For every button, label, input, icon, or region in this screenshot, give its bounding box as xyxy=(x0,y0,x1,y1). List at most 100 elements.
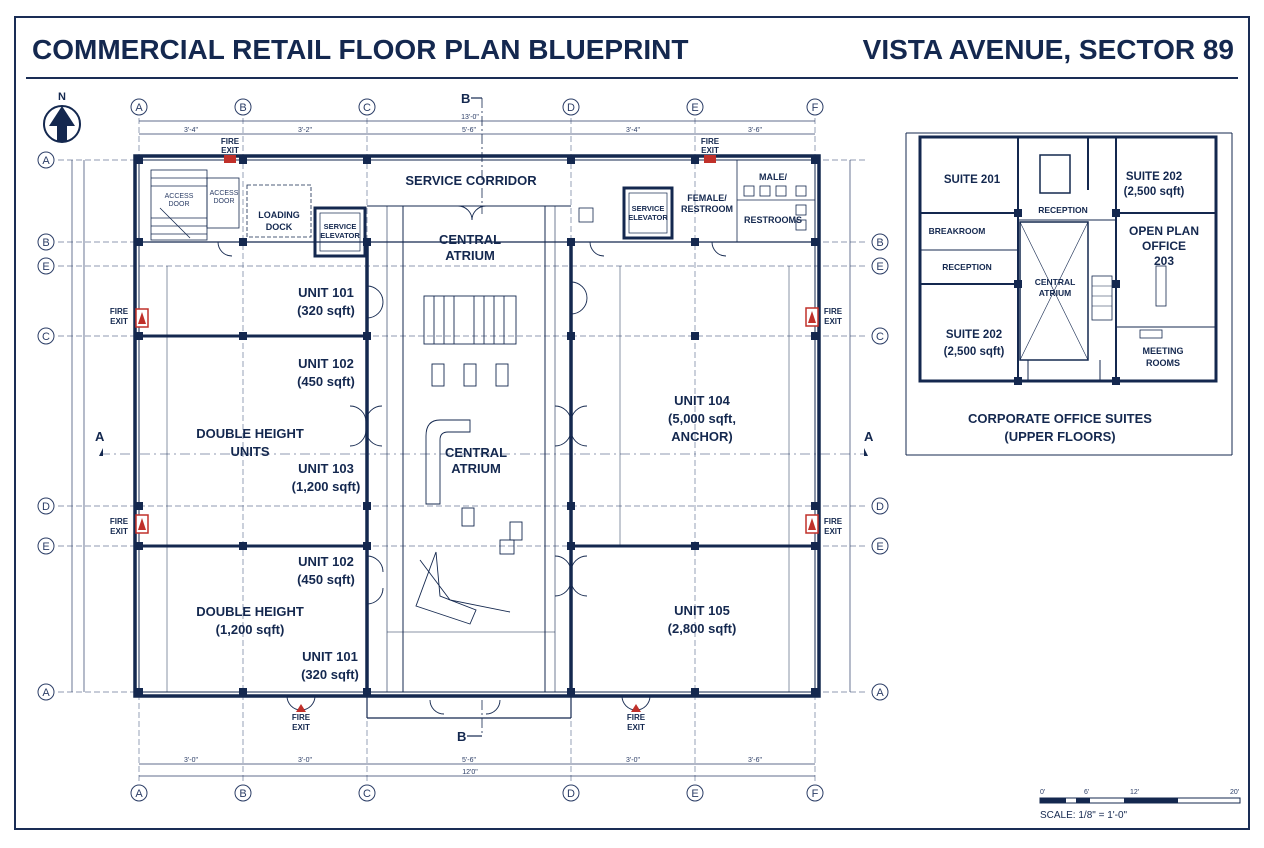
unit-104-anchor: ANCHOR) xyxy=(671,429,732,444)
unit-101-label: UNIT 101 xyxy=(298,285,354,300)
inset-atrium-label: ATRIUM xyxy=(1039,288,1071,298)
service-corridor-label: SERVICE CORRIDOR xyxy=(405,173,537,188)
grid-col-label: C xyxy=(363,788,371,800)
loading-dock-label: LOADING xyxy=(258,210,300,220)
breakroom-label: BREAKROOM xyxy=(929,226,986,236)
loading-dock-label: DOCK xyxy=(266,222,293,232)
interior-walls xyxy=(139,205,815,692)
upper-floors-inset: SUITE 201 SUITE 202 (2,500 sqft) RECEPTI… xyxy=(905,132,1233,456)
scale-tick: 20' xyxy=(1230,789,1239,796)
stair-core xyxy=(150,169,240,241)
grid-col-label: D xyxy=(567,788,575,800)
dim-bottom-total: 12'0" xyxy=(462,769,478,776)
scale-bar: 0' 6' 12' 20' SCALE: 1/8" = 1'-0" xyxy=(1039,789,1241,821)
svg-text:EXIT: EXIT xyxy=(110,527,128,536)
suite-202-label: SUITE 202 xyxy=(1126,171,1182,183)
exterior-walls xyxy=(133,154,821,719)
svg-text:EXIT: EXIT xyxy=(221,146,239,155)
svg-text:EXIT: EXIT xyxy=(627,723,645,732)
restroom-fixtures xyxy=(578,160,815,242)
unit-102-area: (450 sqft) xyxy=(297,374,355,389)
north-arrow-icon: N xyxy=(43,91,81,143)
dim-bottom-seg: 3'-0" xyxy=(298,757,312,764)
grid-col-label: A xyxy=(135,102,143,114)
grid-row-label: C xyxy=(42,331,50,343)
atrium-stair-and-furniture xyxy=(415,295,523,625)
section-marker-b-top: B xyxy=(461,91,483,214)
service-elevator-label: ELEVATOR xyxy=(320,231,360,240)
unit-104-label: UNIT 104 xyxy=(674,393,730,408)
fire-exit-left-lower: FIRE EXIT xyxy=(110,514,149,536)
unit-102-label: UNIT 102 xyxy=(298,356,354,371)
svg-text:A: A xyxy=(95,429,105,444)
dim-top-total: 13'-0" xyxy=(461,114,479,121)
grid-row-label: C xyxy=(876,331,884,343)
title-underline xyxy=(26,77,1238,79)
central-atrium-label: ATRIUM xyxy=(445,248,495,263)
dim-top-seg: 3'-6" xyxy=(748,127,762,134)
grid-row-label: E xyxy=(876,541,883,553)
access-door-label: DOOR xyxy=(214,198,235,205)
unit-102-area: (450 sqft) xyxy=(297,572,355,587)
grid-row-label: A xyxy=(42,155,50,167)
grid-col-label: E xyxy=(691,102,698,114)
drawing-border xyxy=(14,16,1250,830)
grid-row-label: A xyxy=(42,687,50,699)
access-door-label: DOOR xyxy=(169,201,190,208)
inset-atrium-label: CENTRAL xyxy=(1035,277,1076,287)
dim-top-seg: 3'-2" xyxy=(298,127,312,134)
fire-exit-left-upper: FIRE EXIT xyxy=(110,307,149,328)
fire-exit-top-left: FIRE EXIT xyxy=(221,137,240,163)
central-atrium-label: ATRIUM xyxy=(451,461,501,476)
svg-text:EXIT: EXIT xyxy=(824,317,842,326)
inset-caption: (UPPER FLOORS) xyxy=(1004,429,1115,444)
double-height-label: UNITS xyxy=(231,444,270,459)
central-atrium-label: CENTRAL xyxy=(445,445,507,460)
service-elevator-label: ELEVATOR xyxy=(628,213,668,222)
central-atrium-label: CENTRAL xyxy=(439,232,501,247)
svg-text:FIRE: FIRE xyxy=(292,713,311,722)
suite-202-area: (2,500 sqft) xyxy=(1124,186,1185,198)
male-restroom-label: RESTROOMS xyxy=(744,215,802,225)
open-plan-label: OPEN PLAN xyxy=(1129,224,1199,238)
grid-col-label: F xyxy=(812,102,819,114)
grid-col-label: D xyxy=(567,102,575,114)
grid-col-label: C xyxy=(363,102,371,114)
svg-text:FIRE: FIRE xyxy=(110,307,129,316)
inset-caption: CORPORATE OFFICE SUITES xyxy=(968,411,1152,426)
meeting-rooms-label: MEETING xyxy=(1142,346,1183,356)
reception-label: RECEPTION xyxy=(1038,205,1088,215)
unit-102-label: UNIT 102 xyxy=(298,554,354,569)
unit-105-label: UNIT 105 xyxy=(674,603,730,618)
fire-exit-right-lower: FIRE EXIT xyxy=(805,514,843,536)
fire-exit-bottom-right: FIRE EXIT xyxy=(621,695,651,732)
fire-exit-top-right: FIRE EXIT xyxy=(701,137,720,163)
access-door-label: ACCESS xyxy=(210,190,239,197)
svg-text:FIRE: FIRE xyxy=(110,517,129,526)
double-height-area: (1,200 sqft) xyxy=(216,622,285,637)
meeting-rooms-label: ROOMS xyxy=(1146,358,1180,368)
section-marker-b-bottom: B xyxy=(457,700,483,744)
unit-103-label: UNIT 103 xyxy=(298,461,354,476)
male-restroom-label: MALE/ xyxy=(759,172,787,182)
reception-label: RECEPTION xyxy=(942,262,992,272)
svg-text:FIRE: FIRE xyxy=(824,307,843,316)
dimension-lines xyxy=(71,120,851,777)
plan-title: COMMERCIAL RETAIL FLOOR PLAN BLUEPRINT xyxy=(32,34,689,65)
unit-101-area: (320 sqft) xyxy=(301,667,359,682)
unit-104-area: (5,000 sqft, xyxy=(668,411,736,426)
access-door-label: ACCESS xyxy=(165,193,194,200)
svg-text:EXIT: EXIT xyxy=(701,146,719,155)
dim-top-seg: 3'-4" xyxy=(184,127,198,134)
grid-row-label: B xyxy=(42,237,49,249)
grid-row-label: E xyxy=(42,541,49,553)
scale-label: SCALE: 1/8" = 1'-0" xyxy=(1040,810,1128,821)
svg-text:EXIT: EXIT xyxy=(292,723,310,732)
double-height-label: DOUBLE HEIGHT xyxy=(196,426,304,441)
suite-202-label: SUITE 202 xyxy=(946,329,1002,341)
female-restroom-label: RESTROOM xyxy=(681,204,733,214)
scale-tick: 0' xyxy=(1040,789,1045,796)
loading-dock-outline xyxy=(246,184,312,238)
structural-columns xyxy=(135,156,819,696)
svg-text:B: B xyxy=(457,729,466,744)
